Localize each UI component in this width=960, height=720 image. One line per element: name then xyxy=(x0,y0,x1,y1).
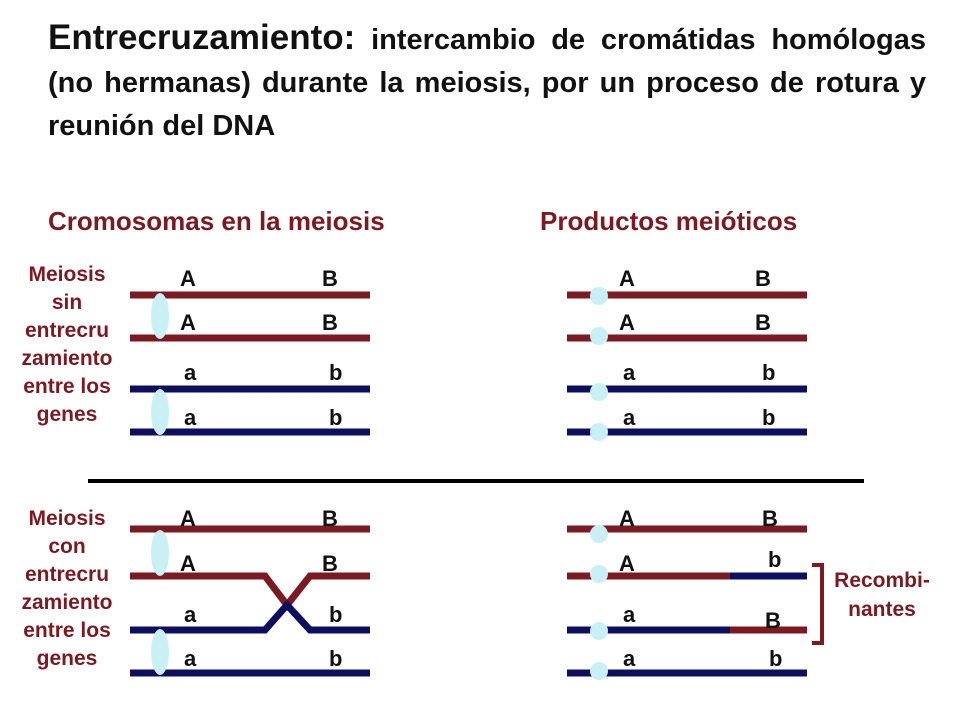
header-chromosomes-in-meiosis: Cromosomas en la meiosis xyxy=(48,206,385,236)
header-meiotic-products: Productos meióticos xyxy=(540,206,798,236)
label-meiosis-with-crossover: Meiosis con entrecru zamiento entre los … xyxy=(21,507,113,670)
centromere-product-4 xyxy=(590,662,608,680)
chromatid-paternal-crossover xyxy=(130,599,370,634)
allele-b: b xyxy=(329,646,343,671)
centromere-product-1 xyxy=(590,287,608,305)
allele-A: A xyxy=(180,266,196,291)
allele-B: B xyxy=(322,551,338,576)
centromere-product-2 xyxy=(590,565,608,583)
allele-a: a xyxy=(184,602,197,627)
centromere-paternal xyxy=(151,389,169,435)
allele-b: b xyxy=(329,360,343,385)
centromere-product-3 xyxy=(590,383,608,401)
title-term: Entrecruzamiento: xyxy=(48,18,356,57)
allele-a: a xyxy=(184,405,197,430)
allele-a: a xyxy=(184,360,197,385)
allele-b: b xyxy=(769,646,783,671)
allele-a: a xyxy=(623,360,636,385)
label-recombinants: Recombi- nantes xyxy=(834,569,930,621)
centromere-paternal xyxy=(151,629,169,675)
allele-b: b xyxy=(762,360,776,385)
allele-a: a xyxy=(623,602,636,627)
slide-title: Entrecruzamiento: intercambio de cromáti… xyxy=(48,16,926,148)
allele-A: A xyxy=(180,506,196,531)
allele-A: A xyxy=(619,506,635,531)
allele-B-recombinant: B xyxy=(765,608,781,633)
centromere-maternal xyxy=(151,530,169,576)
allele-B: B xyxy=(755,310,771,335)
allele-A: A xyxy=(619,266,635,291)
allele-B: B xyxy=(322,506,338,531)
allele-A: A xyxy=(180,310,196,335)
title-definition: intercambio de cromátidas homólogas (no … xyxy=(48,24,926,142)
allele-B: B xyxy=(755,266,771,291)
centromere-product-4 xyxy=(590,423,608,441)
centromere-maternal xyxy=(151,293,169,339)
allele-A: A xyxy=(180,551,196,576)
allele-A: A xyxy=(619,551,635,576)
centromere-product-3 xyxy=(590,622,608,640)
allele-b: b xyxy=(762,405,776,430)
allele-B: B xyxy=(762,506,778,531)
allele-B: B xyxy=(322,266,338,291)
allele-a: a xyxy=(184,646,197,671)
chromatid-maternal-crossover xyxy=(130,572,370,611)
allele-B: B xyxy=(322,310,338,335)
recombinants-bracket xyxy=(812,563,824,645)
allele-b: b xyxy=(329,405,343,430)
centromere-product-2 xyxy=(590,327,608,345)
label-meiosis-without-crossover: Meiosis sin entrecru zamiento entre los … xyxy=(21,263,113,426)
allele-a: a xyxy=(623,646,636,671)
allele-b-recombinant: b xyxy=(768,547,782,572)
allele-b: b xyxy=(329,602,343,627)
centromere-product-1 xyxy=(590,525,608,543)
allele-a: a xyxy=(623,405,636,430)
allele-A: A xyxy=(619,310,635,335)
